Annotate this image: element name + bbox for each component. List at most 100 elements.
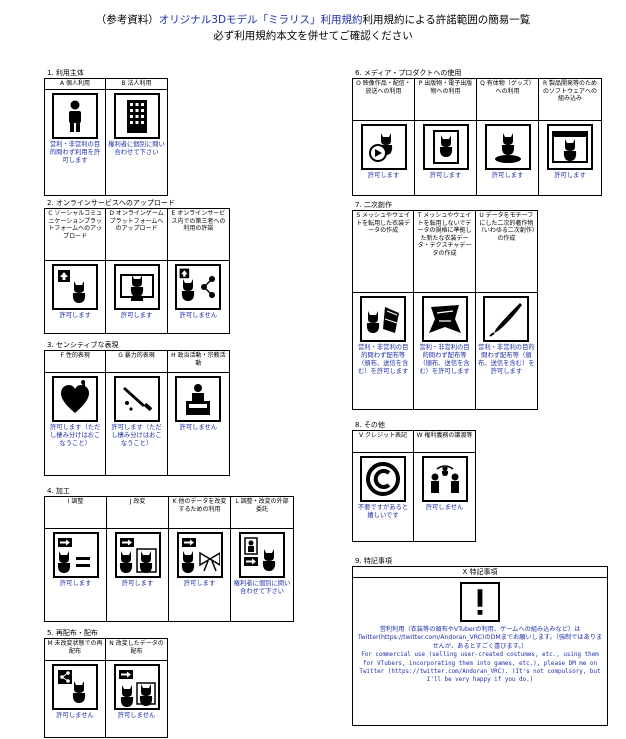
item-status: 許可します [367,172,400,179]
item-label: K 他のデータを改変するための利用 [169,497,230,529]
item-c: C ソーシャルコミュニケーションプラットフォームへのアップロード 許可します [45,209,107,333]
page-title: （参考資料）オリジナル3Dモデル「ミラリス」利用規約利用規約による許諾範囲の簡易… [0,12,626,27]
item-status: 営利・非営利の目的問わず利用を許可します [49,140,101,164]
section-processing: 4. 加工 I 調整 許可します J 改変 許可します K 他のデータを改変する… [44,486,294,622]
item-v: V クレジット表記 不要ですがあると嬉しいです [353,431,414,541]
item-f: F 性的表現 許可します（ただし棲み分けはおこなうこと） [45,351,107,475]
item-status: 許可します [554,172,586,179]
item-status: 許可しません [179,312,218,319]
item-r: R 製品開発等のためのソフトウェアへの組み込み 許可します [539,79,601,195]
section-media-products: 6. メディア・プロダクトへの使用 O 映像作品・配信・放送への利用 許可します… [352,68,602,196]
item-status: 許可しません [117,712,156,719]
item-status: 不要ですがあると嬉しいです [357,504,409,519]
note-japanese: 営利利用（衣装等の頒布やVTuberの利用、ゲームへの組み込みなど）はTwitt… [357,626,603,650]
note-english: For commercial use (selling user-created… [359,652,601,684]
transfer-icon [421,456,468,502]
item-status: 権利者に個別に問い合わせて下さい [233,580,291,595]
section-title: 9. 特記事項 [355,557,392,565]
item-status: 営利・非営利の目的問わず配布等（頒布、送信を含む）を許可します [478,344,535,375]
section-title: 1. 利用主体 [47,69,84,77]
section-title: 6. メディア・プロダクトへの使用 [355,69,462,77]
section-usage-entity: 1. 利用主体 A 個人利用 営利・非営利の目的問わず利用を許可します B 法人… [44,68,168,196]
section-sensitive: 3. センシティブな表現 F 性的表現 許可します（ただし棲み分けはおこなうこと… [44,340,230,476]
item-label: M 未改変状態での再配布 [45,639,105,661]
modify-icon [114,532,161,578]
title-prefix: （参考資料） [95,14,159,26]
ribbon-icon [176,532,223,578]
section-title: 7. 二次創作 [355,201,392,209]
item-status: 許可します（ただし棲み分けはおこなうこと） [49,424,101,447]
cat-monitor-icon [113,264,160,310]
outsource-icon [239,532,285,578]
exclamation-icon [460,582,500,622]
item-label: G 暴力的表現 [106,351,167,373]
section-title: 5. 再配布・配布 [47,629,98,637]
title-suffix: 利用規約による許諾範囲の簡易一覧 [362,14,531,26]
item-a: A 個人利用 営利・非営利の目的問わず利用を許可します [45,79,106,195]
item-k: K 他のデータを改変するための利用 許可します [169,497,231,621]
section-redistribution: 5. 再配布・配布 M 未改変状態での再配布 許可しません N 改変したデータの… [44,628,168,738]
item-s: S メッシュやウェイトを転用した衣装データの作成 営利・非営利の目的問わず配布等… [353,211,415,409]
adjust-icon [52,532,99,578]
software-icon [547,124,593,170]
item-d: D オンラインゲームプラットフォームへのアップロード 許可します [106,209,168,333]
item-label: X 特記事項 [353,567,607,578]
item-status: 営利・非営利の目的問わず配布等（頒布、送信を含む）を許可します [357,344,409,375]
item-label: J 改変 [107,497,168,529]
video-icon [360,124,407,170]
item-e: E オンラインサービス内での第三者への利用の許諾 許可しません [167,209,230,333]
item-status: 許可します [491,172,524,179]
item-label: I 調整 [45,497,106,529]
mesh-costume-icon [360,296,407,342]
item-label: F 性的表現 [45,351,106,373]
new-costume-icon [421,296,468,342]
section-title: 4. 加工 [47,487,70,495]
item-label: A 個人利用 [45,79,105,90]
item-label: L 調整・改変の外部委託 [231,497,293,529]
item-label: Q 有体物（グッズ）への利用 [477,79,538,121]
item-status: 権利者に個別に問い合わせて下さい [108,140,165,156]
item-w: W 権利義務の譲渡等 許可しません [414,431,475,541]
item-m: M 未改変状態での再配布 許可しません [45,639,106,737]
item-p: P 出版物・電子出版物への利用 許可します [415,79,477,195]
item-status: 許可しません [56,712,94,719]
item-b: B 法人利用 権利者に個別に問い合わせて下さい [106,79,167,195]
redistribute-icon [52,664,98,710]
item-n: N 改変したデータの配布 許可しません [106,639,167,737]
item-status: 許可します [120,312,153,319]
item-g: G 暴力的表現 許可します（ただし棲み分けはおこなうこと） [106,351,168,475]
heart-icon [52,376,99,422]
item-status: 許可しません [179,424,218,431]
copyright-icon [360,456,406,502]
section-title: 8. その他 [355,421,385,429]
item-status: 許可します [59,312,91,319]
item-status: 許可します [429,172,462,179]
item-label: T メッシュやウェイトを転用しないでデータの規格に準拠した新たな衣装データ・テク… [414,211,475,293]
podium-icon [175,376,222,422]
item-l: L 調整・改変の外部委託 権利者に個別に問い合わせて下さい [231,497,293,621]
section-title: 3. センシティブな表現 [47,341,119,349]
item-q: Q 有体物（グッズ）への利用 許可します [477,79,539,195]
section-derivative: 7. 二次創作 S メッシュやウェイトを転用した衣装データの作成 営利・非営利の… [352,200,538,410]
item-status: 許可しません [425,504,464,511]
item-label: C ソーシャルコミュニケーションプラットフォームへのアップロード [45,209,106,261]
item-label: N 改変したデータの配布 [106,639,167,661]
item-status: 許可します [121,580,154,587]
item-j: J 改変 許可します [107,497,169,621]
item-label: S メッシュやウェイトを転用した衣装データの作成 [353,211,414,293]
page-subtitle: 必ず利用規約本文を併せてご確認ください [213,30,413,42]
person-icon [52,92,98,139]
item-label: P 出版物・電子出版物への利用 [415,79,476,121]
item-status: 許可します [59,580,92,587]
terms-link[interactable]: オリジナル3Dモデル「ミラリス」利用規約 [158,14,363,26]
item-label: W 権利義務の譲渡等 [414,431,475,453]
item-status: 許可します（ただし棲み分けはおこなうこと） [111,424,162,447]
section-title: 2. オンラインサービスへのアップロード [47,199,175,207]
goods-icon [484,124,531,170]
share-people-icon [175,264,222,310]
item-label: O 映像作品・配信・放送への利用 [353,79,414,121]
section-other: 8. その他 V クレジット表記 不要ですがあると嬉しいです W 権利義務の譲渡… [352,420,476,542]
building-icon [113,92,160,139]
item-label: H 政治活動・宗教活動 [167,351,230,373]
item-t: T メッシュやウェイトを転用しないでデータの規格に準拠した新たな衣装データ・テク… [414,211,476,409]
